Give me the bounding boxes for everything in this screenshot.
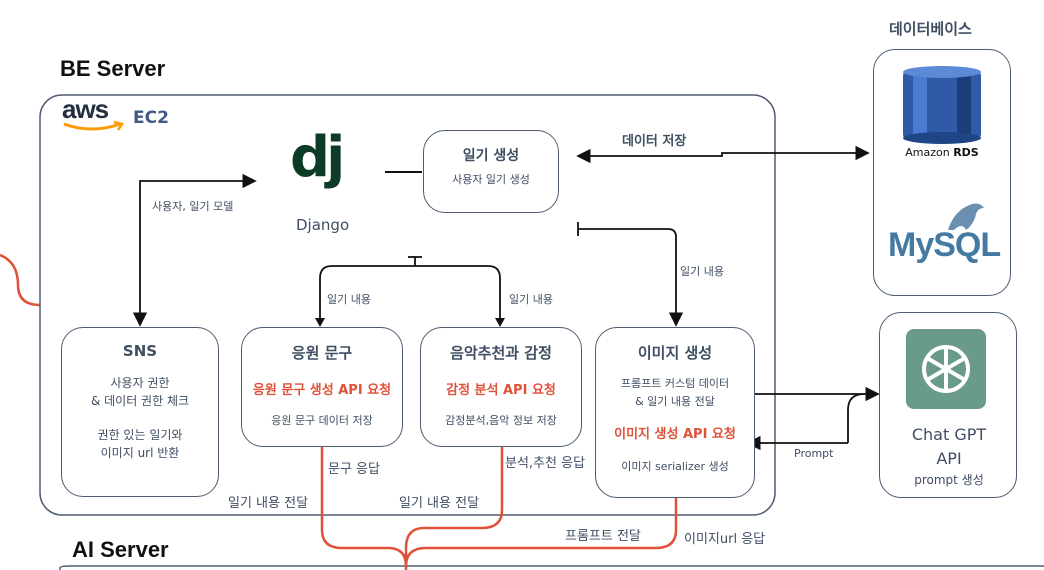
- edge-cheer-response: 문구 응답: [328, 462, 380, 477]
- edge-diary-content-mid: 일기 내용: [509, 293, 553, 306]
- be-server-frame: [39, 94, 776, 516]
- edge-analysis-response: 분석,추천 응답: [505, 456, 586, 471]
- ai-link-image: [404, 498, 678, 567]
- diary-create-box: 일기 생성 사용자 일기 생성: [423, 130, 559, 213]
- database-title: 데이터베이스: [889, 20, 972, 38]
- image-gen-desc: 이미지 serializer 생성: [621, 460, 729, 473]
- chatgpt-box: Chat GPT API prompt 생성: [879, 312, 1017, 498]
- rds-label-bold: RDS: [953, 146, 979, 159]
- sns-line3: 권한 있는 일기와: [97, 428, 183, 442]
- ai-server-title: AI Server: [72, 537, 169, 562]
- ai-link-music: [404, 447, 504, 570]
- image-gen-line2: & 일기 내용 전달: [635, 395, 715, 408]
- mysql-label: MySQL: [888, 226, 1001, 264]
- cheer-desc: 응원 문구 데이터 저장: [271, 414, 373, 427]
- edge-diary-deliver-1: 일기 내용 전달: [228, 496, 309, 511]
- music-title: 음악추천과 감정: [450, 344, 552, 362]
- image-gen-api: 이미지 생성 API 요청: [614, 427, 736, 442]
- sns-title: SNS: [122, 342, 158, 360]
- ai-link-cheer: [320, 447, 408, 567]
- sns-line1: 사용자 권한: [110, 376, 170, 390]
- diary-create-desc: 사용자 일기 생성: [452, 173, 530, 186]
- mysql-logo: MySQL: [888, 200, 1001, 270]
- chatgpt-line3: prompt 생성: [914, 473, 984, 487]
- edge-prompt-deliver: 프롬프트 전달: [565, 529, 641, 544]
- ai-link-left: [0, 253, 41, 307]
- diary-create-title: 일기 생성: [462, 148, 520, 164]
- aws-smile-icon: [63, 120, 125, 131]
- database-box: Amazon RDS MySQL: [873, 49, 1011, 296]
- chatgpt-line2: API: [936, 449, 962, 468]
- sns-line4: 이미지 url 반환: [100, 446, 180, 460]
- edge-prompt: Prompt: [794, 447, 834, 460]
- rds-label-prefix: Amazon: [905, 146, 954, 159]
- sns-box: SNS 사용자 권한 & 데이터 권한 체크 권한 있는 일기와 이미지 url…: [61, 327, 219, 497]
- be-server-title: BE Server: [60, 56, 166, 81]
- amazon-rds-logo: Amazon RDS: [891, 64, 993, 160]
- edge-image-url-response: 이미지url 응답: [684, 532, 766, 547]
- cheer-api: 응원 문구 생성 API 요청: [252, 383, 392, 398]
- image-gen-box: 이미지 생성 프롬프트 커스텀 데이터 & 일기 내용 전달 이미지 생성 AP…: [595, 327, 755, 498]
- openai-icon: [906, 329, 986, 409]
- mysql-dolphin-icon: [948, 203, 984, 230]
- aws-logo: aws: [62, 96, 132, 136]
- edge-diary-deliver-2: 일기 내용 전달: [399, 496, 480, 511]
- edge-data-save: 데이터 저장: [622, 134, 687, 149]
- edge-user-diary-model: 사용자, 일기 모델: [152, 200, 234, 213]
- chatgpt-line1: Chat GPT: [911, 425, 987, 444]
- ec2-label: EC2: [133, 108, 169, 128]
- image-gen-title: 이미지 생성: [637, 344, 713, 362]
- edge-diary-content-left: 일기 내용: [327, 293, 371, 306]
- ai-server-frame: [59, 565, 1044, 570]
- music-desc: 감정분석,음악 정보 저장: [445, 414, 557, 427]
- rds-database-icon: [903, 66, 981, 144]
- sns-line2: & 데이터 권한 체크: [90, 394, 190, 408]
- image-gen-line1: 프롬프트 커스텀 데이터: [620, 377, 730, 390]
- music-api: 감정 분석 API 요청: [446, 383, 556, 398]
- django-logo: dj: [290, 125, 345, 190]
- edge-diary-content-right: 일기 내용: [680, 265, 724, 278]
- django-label: Django: [296, 216, 350, 234]
- cheer-title: 응원 문구: [291, 344, 353, 362]
- music-box: 음악추천과 감정 감정 분석 API 요청 감정분석,음악 정보 저장: [420, 327, 582, 447]
- cheer-box: 응원 문구 응원 문구 생성 API 요청 응원 문구 데이터 저장: [241, 327, 403, 447]
